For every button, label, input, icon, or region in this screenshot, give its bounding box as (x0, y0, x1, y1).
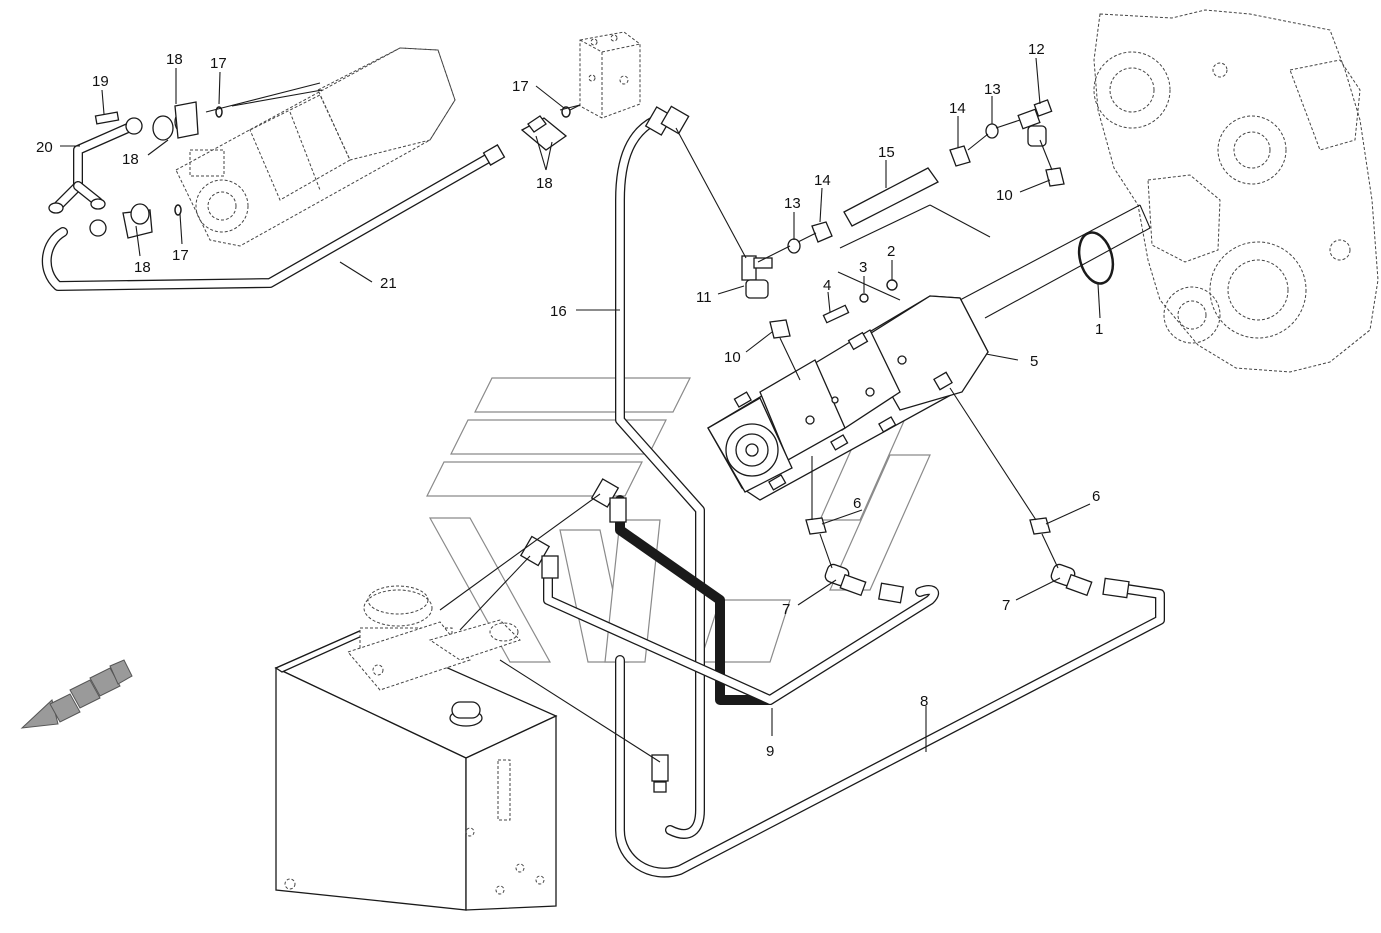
callout-18b: 18 (122, 151, 139, 168)
callout-7b: 7 (1002, 597, 1010, 614)
suction-filter-head (347, 585, 521, 691)
callout-6a: 6 (853, 495, 861, 512)
flange-clamps-upper-left (89, 82, 323, 239)
callout-8: 8 (920, 693, 928, 710)
callout-17b: 17 (210, 55, 227, 72)
callout-10b: 10 (996, 187, 1013, 204)
callout-13b: 13 (984, 81, 1001, 98)
callout-18d: 18 (134, 259, 151, 276)
callout-17a: 17 (512, 78, 529, 95)
callout-labels: 1 2 3 4 5 6 6 7 7 8 9 10 10 11 12 13 13 … (36, 41, 1103, 760)
callout-18a: 18 (166, 51, 183, 68)
direction-arrow-icon (20, 659, 133, 729)
callout-11: 11 (696, 289, 712, 306)
callout-21: 21 (380, 275, 397, 292)
callout-17c: 17 (172, 247, 189, 264)
callout-2: 2 (887, 243, 895, 260)
watermark-logo (426, 377, 931, 663)
callout-20: 20 (36, 139, 53, 156)
drive-shaft-lines (837, 204, 1151, 319)
pipe-8 (615, 577, 1165, 878)
callout-12: 12 (1028, 41, 1045, 58)
pipe-21 (41, 144, 506, 291)
callout-9: 9 (766, 743, 774, 760)
gearbox-housing (1093, 9, 1379, 373)
pipe-9 (519, 478, 940, 705)
callout-15: 15 (878, 144, 895, 161)
o-ring-1 (1077, 231, 1115, 285)
callout-leader-lines (60, 57, 1101, 752)
callout-4: 4 (823, 277, 831, 294)
callout-18c: 18 (536, 175, 553, 192)
hose-16 (615, 105, 705, 839)
callout-3: 3 (859, 259, 867, 276)
callout-5: 5 (1030, 353, 1038, 370)
fittings (439, 99, 1093, 763)
callout-7a: 7 (782, 601, 790, 618)
callout-13a: 13 (784, 195, 801, 212)
auxiliary-pump (175, 47, 456, 247)
hydraulic-pump-5 (707, 295, 989, 501)
flange-clamps-upper-center (520, 104, 581, 151)
callout-10a: 10 (724, 349, 741, 366)
callout-16: 16 (550, 303, 567, 320)
callout-1: 1 (1095, 321, 1103, 338)
callout-14b: 14 (949, 100, 966, 117)
callout-14a: 14 (814, 172, 831, 189)
hydraulic-tank (274, 629, 558, 911)
pipe-20 (48, 117, 143, 214)
callout-19: 19 (92, 73, 109, 90)
callout-6b: 6 (1092, 488, 1100, 505)
valve-block (579, 31, 641, 119)
